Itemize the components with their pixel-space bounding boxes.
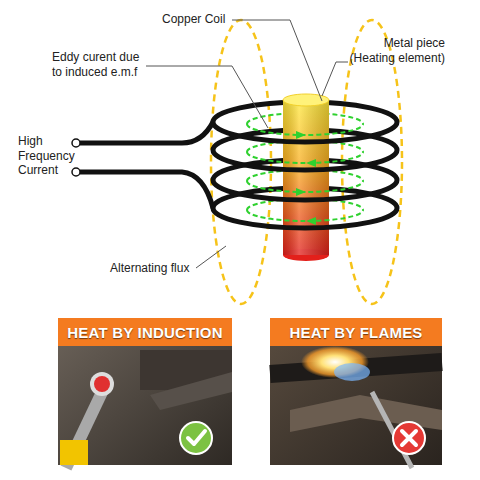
eddy-current <box>247 152 363 163</box>
leader-line <box>196 246 226 268</box>
coil-turn <box>213 150 397 170</box>
banner: HEAT BY INDUCTION <box>58 318 232 346</box>
check-icon <box>180 422 212 454</box>
banner: HEAT BY FLAMES <box>270 318 442 346</box>
eddy-arrow <box>296 188 306 196</box>
terminal <box>72 168 80 176</box>
eddy-arrow <box>306 159 316 167</box>
photo-flames <box>270 318 442 465</box>
supply-wire <box>80 122 213 143</box>
eddy-arrow <box>296 131 306 139</box>
photo-induction <box>58 318 232 465</box>
metal-piece <box>283 100 329 255</box>
supply-wire <box>80 172 213 208</box>
banner-title: HEAT BY INDUCTION <box>67 324 222 341</box>
coil-turn <box>213 180 397 200</box>
eddy-current <box>247 124 363 135</box>
eddy-current <box>247 181 363 192</box>
metal-piece-shade <box>283 100 329 255</box>
coil-turn <box>213 122 397 142</box>
callout-label: Eddy curent due to induced e.m.f <box>52 50 146 79</box>
callout-label: Copper Coil <box>162 12 242 27</box>
photo-heated-part <box>94 376 110 392</box>
eddy-current <box>247 210 363 221</box>
photo-detail <box>150 372 232 410</box>
coil-turn <box>213 208 397 228</box>
flame <box>334 363 370 381</box>
banner-title: HEAT BY FLAMES <box>289 324 422 341</box>
leader-line <box>322 62 348 96</box>
photo-tool <box>90 372 114 396</box>
leader-line <box>146 66 268 128</box>
check-mark <box>188 431 205 444</box>
cross-mark <box>402 431 416 445</box>
cross-icon <box>393 422 425 454</box>
eddy-arrow <box>306 217 316 225</box>
callout-label: Alternating flux <box>110 261 210 276</box>
callout-label: Metal piece (Heating element) <box>345 36 445 65</box>
callout-label: High Frequency Current <box>18 134 80 178</box>
photo-tool <box>60 440 88 465</box>
terminal <box>72 139 80 147</box>
